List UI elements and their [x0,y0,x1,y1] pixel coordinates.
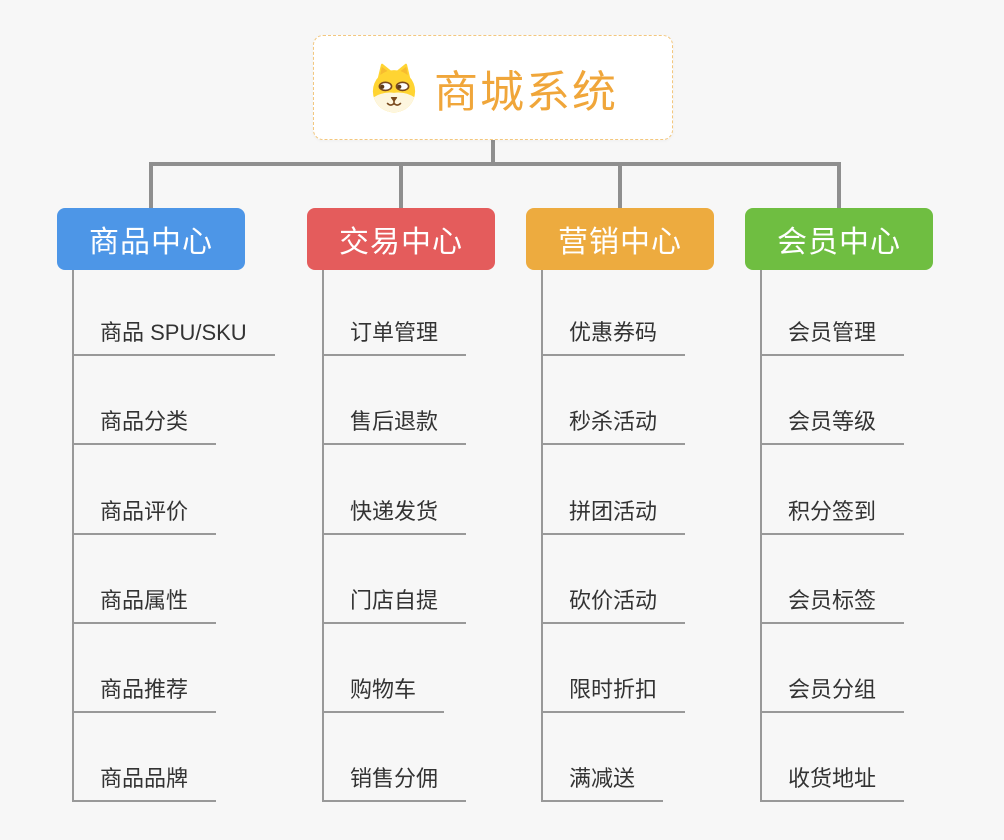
leaf-item[interactable]: 会员分组 [760,675,905,713]
leaf-item[interactable]: 售后退款 [322,407,467,445]
connector-drop-3 [618,162,622,208]
leaf-item[interactable]: 拼团活动 [541,497,686,535]
leaf-item[interactable]: 砍价活动 [541,586,686,624]
leaf-item[interactable]: 秒杀活动 [541,407,686,445]
leaf-item[interactable]: 收货地址 [760,764,905,802]
branch-trunk-3 [541,270,543,802]
connector-drop-4 [837,162,841,208]
leaf-item[interactable]: 会员等级 [760,407,905,445]
leaf-item[interactable]: 销售分佣 [322,764,467,802]
branch-node-4[interactable]: 会员中心 [745,208,933,270]
leaf-item[interactable]: 商品推荐 [72,675,217,713]
root-title: 商城系统 [434,67,618,117]
branch-node-1[interactable]: 商品中心 [57,208,245,270]
connector-horizontal [149,162,841,166]
leaf-item[interactable]: 会员标签 [760,586,905,624]
leaf-item[interactable]: 商品品牌 [72,764,217,802]
leaf-item[interactable]: 商品 SPU/SKU [72,318,275,356]
branch-node-2[interactable]: 交易中心 [307,208,495,270]
leaf-item[interactable]: 满减送 [541,764,664,802]
leaf-item[interactable]: 会员管理 [760,318,905,356]
branch-trunk-2 [322,270,324,802]
leaf-item[interactable]: 商品评价 [72,497,217,535]
branch-node-3[interactable]: 营销中心 [526,208,714,270]
connector-root-stub [491,140,495,166]
leaf-item[interactable]: 商品属性 [72,586,217,624]
connector-drop-1 [149,162,153,208]
leaf-item[interactable]: 商品分类 [72,407,217,445]
branch-trunk-1 [72,270,74,802]
leaf-item[interactable]: 限时折扣 [541,675,686,713]
leaf-item[interactable]: 优惠券码 [541,318,686,356]
leaf-item[interactable]: 门店自提 [322,586,467,624]
dog-icon [372,63,416,112]
leaf-item[interactable]: 快递发货 [322,497,467,535]
root-node-mall-system[interactable]: 商城系统 [313,35,673,140]
leaf-item[interactable]: 积分签到 [760,497,905,535]
leaf-item[interactable]: 购物车 [322,675,445,713]
connector-drop-2 [399,162,403,208]
leaf-item[interactable]: 订单管理 [322,318,467,356]
branch-trunk-4 [760,270,762,802]
